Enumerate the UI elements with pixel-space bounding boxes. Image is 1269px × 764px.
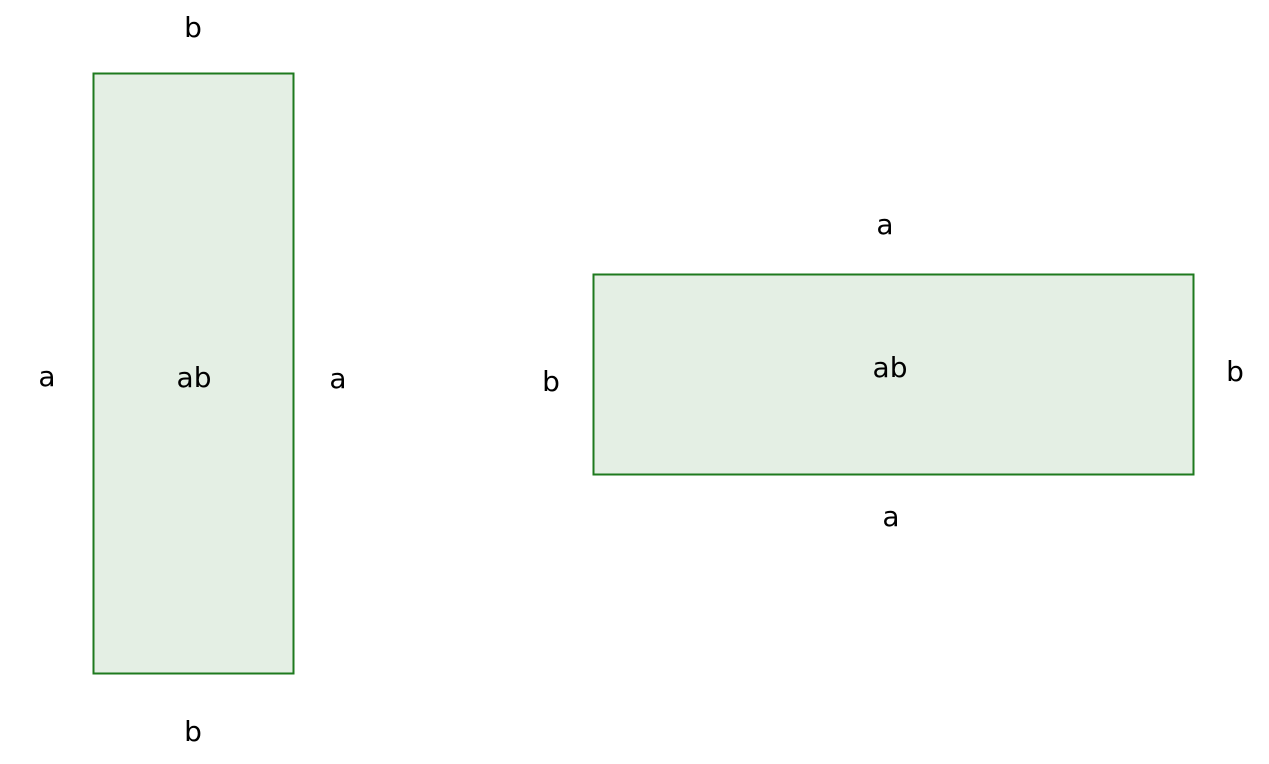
horizontal-rect-bottom-label: a bbox=[882, 500, 899, 533]
horizontal-rectangle-group: a a b b ab bbox=[542, 208, 1244, 533]
vertical-rectangle bbox=[92, 72, 295, 675]
vertical-rect-left-label: a bbox=[38, 360, 55, 393]
vertical-rect-top-label: b bbox=[184, 11, 202, 44]
horizontal-rect-top-label: a bbox=[876, 208, 893, 241]
horizontal-rect-left-label: b bbox=[542, 365, 560, 398]
horizontal-rect-right-label: b bbox=[1226, 355, 1244, 388]
vertical-rect-right-label: a bbox=[329, 362, 346, 395]
vertical-rect-bottom-label: b bbox=[184, 715, 202, 748]
horizontal-rectangle bbox=[592, 273, 1195, 476]
vertical-rect-area-label: ab bbox=[177, 361, 212, 394]
vertical-rectangle-group: b b a a ab bbox=[38, 11, 346, 748]
horizontal-rect-area-label: ab bbox=[873, 351, 908, 384]
